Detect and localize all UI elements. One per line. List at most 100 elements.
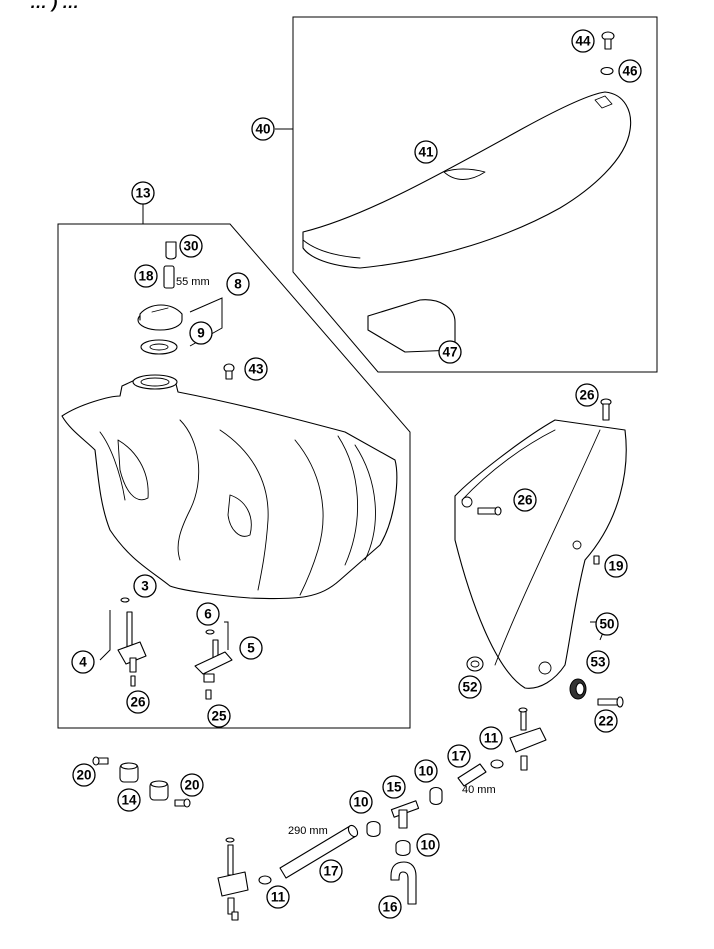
callout-26-tap: 26 (126, 690, 150, 714)
fuel-hose-40 (457, 763, 487, 787)
callout-50: 50 (595, 612, 619, 636)
fuel-tank-filler-neck (132, 374, 178, 390)
tank-screw (223, 363, 235, 380)
callout-22: 22 (594, 709, 618, 733)
leader-4 (99, 610, 111, 661)
dim-40mm: 40 mm (462, 784, 496, 796)
hose-clamp-10-lower (395, 839, 411, 857)
filler-cap-seal (140, 339, 178, 355)
seat-mount-tab (594, 95, 613, 109)
o-ring-6 (205, 629, 215, 635)
svg-text:44: 44 (575, 34, 591, 49)
callout-18: 18 (134, 264, 158, 288)
svg-text:13: 13 (135, 186, 151, 201)
svg-text:46: 46 (622, 64, 638, 79)
screw-19 (593, 555, 600, 565)
svg-text:25: 25 (211, 709, 227, 724)
svg-text:41: 41 (418, 145, 434, 160)
svg-text:9: 9 (197, 326, 205, 341)
callout-43: 43 (244, 357, 268, 381)
svg-text:40: 40 (255, 122, 270, 137)
fuel-tap-lower (217, 844, 249, 921)
screw-20-right (174, 798, 191, 808)
fuel-tank-group-frame (57, 223, 411, 729)
bushing-14-right (149, 780, 169, 801)
callout-15: 15 (382, 775, 406, 799)
seat (302, 91, 632, 269)
fuel-tank-group: 55 mm (57, 204, 411, 729)
callouts: 44 46 40 41 47 13 30 18 8 9 43 3 6 4 5 2… (71, 29, 642, 919)
svg-text:50: 50 (599, 617, 614, 632)
callout-8: 8 (226, 272, 250, 296)
dim-290mm: 290 mm (288, 825, 328, 837)
side-panel-screw-top (600, 398, 612, 421)
svg-text:53: 53 (590, 655, 606, 670)
t-connector (390, 800, 420, 829)
fuel-tap-right (194, 639, 233, 683)
screw-25 (205, 689, 212, 700)
hose-elbow (390, 861, 417, 905)
hose-clamp-11-lower (258, 875, 272, 885)
callout-26-top: 26 (575, 383, 599, 407)
svg-text:10: 10 (420, 838, 435, 853)
side-number-plate (454, 419, 627, 689)
o-ring-3 (120, 597, 130, 603)
grommet-53 (569, 678, 587, 700)
callout-13: 13 (131, 181, 155, 205)
svg-text:16: 16 (382, 900, 398, 915)
screw-20-left (92, 756, 109, 766)
callout-26-mid: 26 (513, 488, 537, 512)
callout-44: 44 (571, 29, 595, 53)
callout-19: 19 (604, 554, 628, 578)
side-panel-group (454, 398, 627, 708)
dim-55mm: 55 mm (176, 276, 210, 288)
svg-text:5: 5 (247, 641, 255, 656)
svg-text:15: 15 (386, 780, 402, 795)
svg-text:52: 52 (462, 680, 477, 695)
callout-10-lower: 10 (416, 833, 440, 857)
seat-screw (601, 31, 615, 50)
bushing-52 (466, 656, 484, 672)
callout-47: 47 (438, 340, 462, 364)
callout-40: 40 (251, 117, 275, 141)
seat-group-frame (292, 16, 658, 373)
svg-text:10: 10 (418, 764, 433, 779)
callout-11-upper: 11 (479, 726, 503, 750)
callout-30: 30 (179, 234, 203, 258)
svg-text:11: 11 (484, 731, 499, 746)
title-fragment: … ) … (30, 0, 79, 12)
callout-20-left: 20 (72, 763, 96, 787)
screw-22 (597, 696, 624, 708)
svg-text:17: 17 (323, 864, 338, 879)
svg-text:10: 10 (353, 795, 368, 810)
hose-clamp-10-mid (429, 786, 443, 806)
tank-filler-cap (137, 304, 183, 331)
seat-group (275, 16, 658, 373)
svg-text:20: 20 (184, 778, 199, 793)
seat-cover-patch (443, 168, 486, 180)
svg-text:4: 4 (79, 655, 87, 670)
hose-clamp-11-upper (490, 759, 504, 769)
svg-text:47: 47 (442, 345, 457, 360)
svg-text:6: 6 (204, 607, 212, 622)
leader-6-5 (224, 621, 229, 650)
svg-text:26: 26 (579, 388, 595, 403)
svg-text:43: 43 (248, 362, 264, 377)
svg-text:26: 26 (517, 493, 533, 508)
callout-6: 6 (196, 602, 220, 626)
callout-11-lower: 11 (266, 885, 290, 909)
svg-text:30: 30 (183, 239, 198, 254)
svg-text:8: 8 (234, 277, 242, 292)
callout-10-left: 10 (349, 790, 373, 814)
hose-clamp-10-left (366, 820, 381, 838)
breather-hose (163, 265, 175, 289)
callout-52: 52 (458, 675, 482, 699)
callout-10-mid: 10 (414, 759, 438, 783)
callout-20-right: 20 (180, 773, 204, 797)
side-panel-screw-mid (477, 506, 502, 516)
bushing-14-left (119, 762, 139, 783)
callout-41: 41 (414, 140, 438, 164)
callout-17-lower: 17 (319, 859, 343, 883)
svg-text:20: 20 (76, 768, 91, 783)
